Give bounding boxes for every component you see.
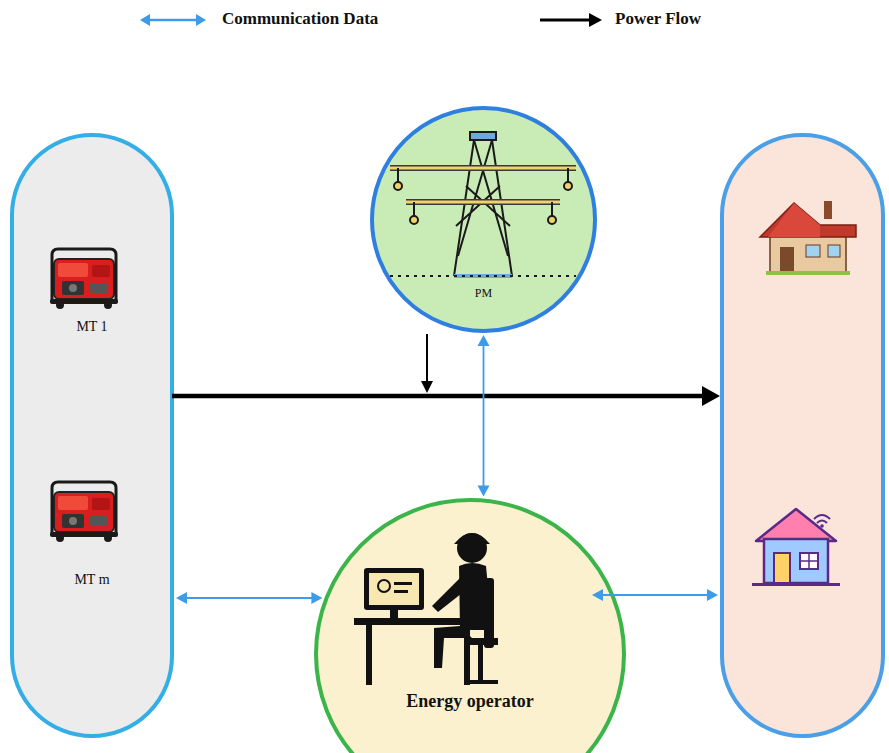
node-label: PM — [370, 286, 597, 300]
node-label: Energy operator — [314, 691, 626, 713]
legend-text: Communication Data — [222, 9, 378, 28]
communication-connector — [176, 592, 322, 604]
node-circle: PM — [370, 106, 597, 333]
node-circle: Energy operator — [314, 498, 626, 753]
pill-outline — [10, 133, 174, 738]
node-label: MT 1 — [10, 319, 174, 336]
legend-text: Power Flow — [615, 9, 701, 28]
generator-group: MT 1 MT m — [10, 133, 174, 738]
node-label: MT m — [10, 572, 174, 589]
communication-connector — [478, 335, 490, 497]
circle-outline — [314, 498, 626, 753]
